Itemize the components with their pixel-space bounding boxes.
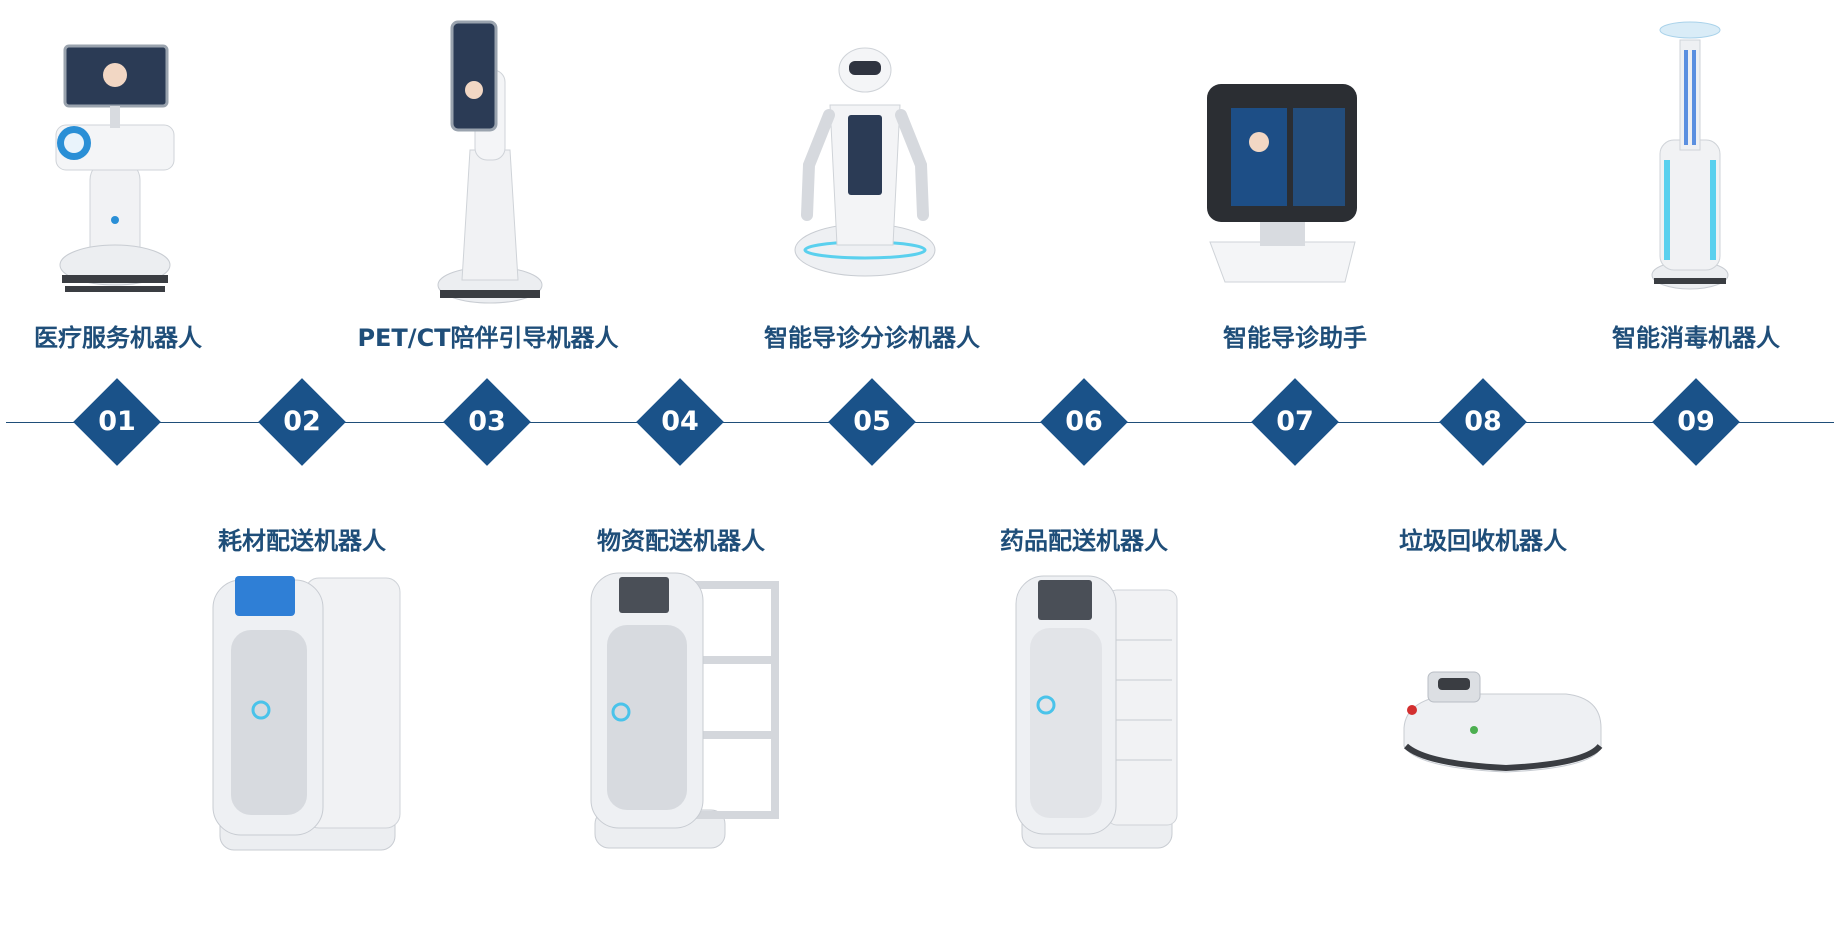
step-label-07: 智能导诊助手: [1223, 324, 1367, 352]
pet-ct-guide-robot-image: [437, 20, 543, 304]
medicine-delivery-robot-image: [1015, 575, 1178, 849]
timeline-line: [6, 422, 1834, 423]
consumable-delivery-robot-image: [212, 576, 401, 851]
step-label-02: 耗材配送机器人: [218, 527, 386, 555]
step-label-04: 物资配送机器人: [597, 527, 765, 555]
disinfection-robot-image: [1651, 21, 1729, 290]
triage-guide-robot-image: [794, 47, 936, 277]
smart-guide-assistant-image: [1207, 84, 1357, 283]
step-number-05: 05: [853, 406, 891, 437]
step-label-09: 智能消毒机器人: [1612, 324, 1780, 352]
step-number-06: 06: [1065, 406, 1103, 437]
step-label-05: 智能导诊分诊机器人: [764, 324, 980, 352]
step-number-07: 07: [1276, 406, 1314, 437]
step-number-02: 02: [283, 406, 321, 437]
step-number-01: 01: [98, 406, 136, 437]
supply-delivery-robot-image: [590, 572, 779, 849]
waste-recycling-robot-image: [1403, 671, 1603, 773]
step-number-03: 03: [468, 406, 506, 437]
step-number-04: 04: [661, 406, 699, 437]
step-number-08: 08: [1464, 406, 1502, 437]
step-label-03: PET/CT陪伴引导机器人: [357, 324, 619, 352]
step-label-01: 医疗服务机器人: [34, 324, 202, 352]
medical-service-robot-image: [55, 44, 175, 292]
step-label-08: 垃圾回收机器人: [1399, 527, 1567, 555]
step-label-06: 药品配送机器人: [1000, 527, 1168, 555]
step-number-09: 09: [1677, 406, 1715, 437]
